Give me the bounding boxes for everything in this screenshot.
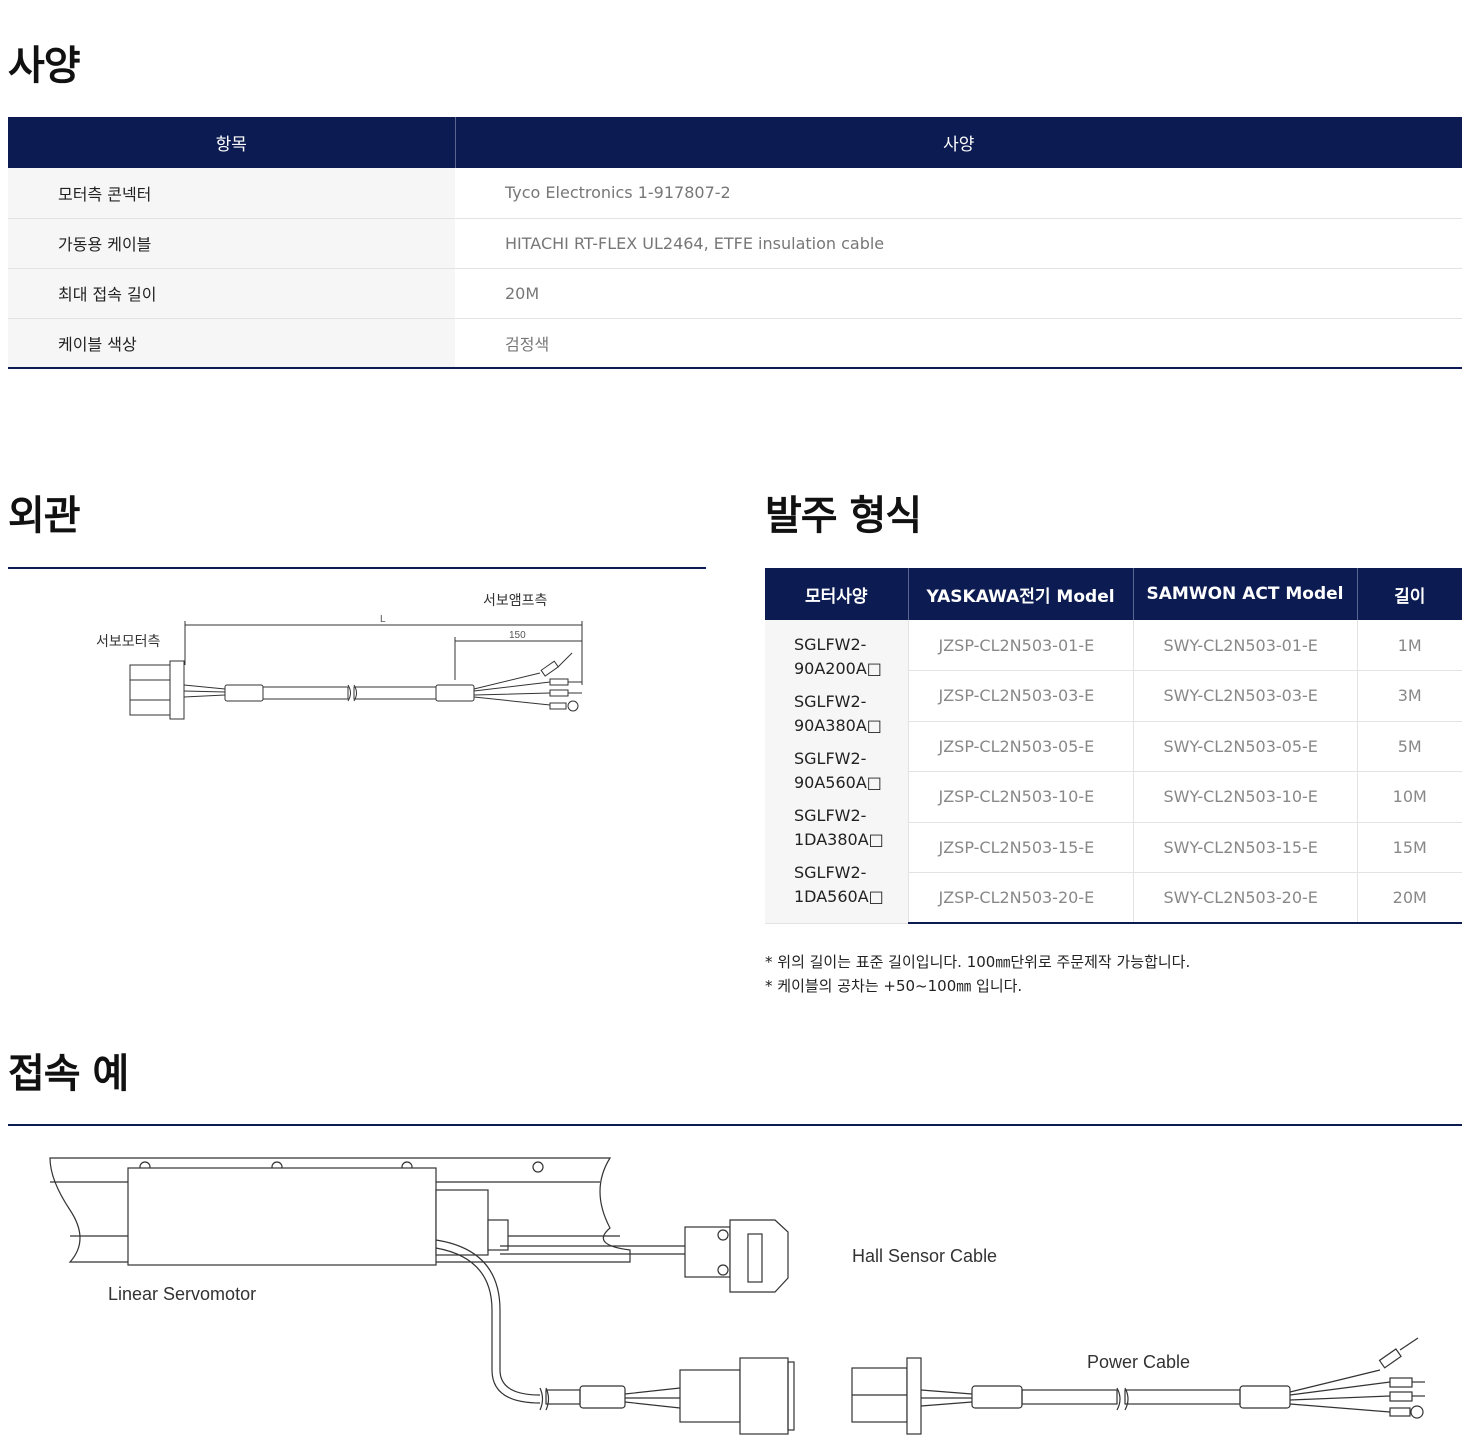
motor-spec: SGLFW2-1DA380A□ bbox=[794, 806, 884, 850]
yaskawa-model: JZSP-CL2N503-01-E bbox=[908, 620, 1134, 671]
note-tolerance: * 케이블의 공차는 +50~100㎜ 입니다. bbox=[765, 977, 1023, 995]
table-row: SGLFW2-90A200A□ SGLFW2-90A380A□ SGLFW2-9… bbox=[765, 620, 1462, 924]
yaskawa-model: JZSP-CL2N503-20-E bbox=[908, 872, 1134, 924]
spec-header-spec: 사양 bbox=[455, 117, 1462, 168]
appearance-title: 외관 bbox=[8, 493, 81, 539]
cable-length: 1M bbox=[1357, 620, 1462, 671]
connection-diagram: Linear Servomotor Hall Sensor Cable Powe… bbox=[49, 1157, 1425, 1435]
spec-value: 20M bbox=[455, 268, 1462, 319]
order-header-length: 길이 bbox=[1357, 568, 1462, 620]
spec-label: 케이블 색상 bbox=[8, 318, 455, 369]
table-row: JZSP-CL2N503-15-E SWY-CL2N503-15-E 15M bbox=[765, 822, 1462, 873]
table-row: 가동용 케이블 HITACHI RT-FLEX UL2464, ETFE ins… bbox=[8, 218, 1462, 269]
power-cable-label: Power Cable bbox=[1087, 1352, 1190, 1372]
samwon-model: SWY-CL2N503-15-E bbox=[1133, 822, 1358, 873]
order-title: 발주 형식 bbox=[765, 493, 922, 539]
spec-label: 가동용 케이블 bbox=[8, 218, 455, 269]
table-row: 모터측 콘넥터 Tyco Electronics 1-917807-2 bbox=[8, 168, 1462, 219]
spec-label: 최대 접속 길이 bbox=[8, 268, 455, 319]
yaskawa-model: JZSP-CL2N503-03-E bbox=[908, 670, 1134, 722]
appearance-divider bbox=[8, 567, 706, 569]
motor-spec: SGLFW2-90A560A□ bbox=[794, 749, 882, 793]
yaskawa-model: JZSP-CL2N503-15-E bbox=[908, 822, 1134, 873]
cable-length: 10M bbox=[1357, 771, 1462, 823]
cable-length: 20M bbox=[1357, 872, 1462, 924]
cable-length: 5M bbox=[1357, 721, 1462, 772]
table-row: JZSP-CL2N503-10-E SWY-CL2N503-10-E 10M bbox=[765, 771, 1462, 823]
samwon-model: SWY-CL2N503-01-E bbox=[1133, 620, 1358, 671]
samwon-model: SWY-CL2N503-05-E bbox=[1133, 721, 1358, 772]
samwon-model: SWY-CL2N503-20-E bbox=[1133, 872, 1358, 924]
spec-table: 항목 사양 모터측 콘넥터 Tyco Electronics 1-917807-… bbox=[8, 117, 1462, 369]
cable-length: 3M bbox=[1357, 670, 1462, 722]
table-row: JZSP-CL2N503-05-E SWY-CL2N503-05-E 5M bbox=[765, 721, 1462, 772]
order-notes: * 위의 길이는 표준 길이입니다. 100㎜단위로 주문제작 가능합니다. *… bbox=[765, 950, 1190, 998]
spec-header-item: 항목 bbox=[8, 117, 456, 168]
connection-title: 접속 예 bbox=[8, 1051, 129, 1097]
servo-motor-side-label: 서보모터측 bbox=[96, 633, 161, 649]
spec-label: 모터측 콘넥터 bbox=[8, 168, 455, 219]
servo-amp-side-label: 서보앰프측 bbox=[483, 592, 548, 608]
order-table: 모터사양 YASKAWA전기 Model SAMWON ACT Model 길이… bbox=[765, 568, 1462, 924]
spec-value: 검정색 bbox=[455, 318, 1462, 369]
hall-sensor-cable-label: Hall Sensor Cable bbox=[852, 1246, 997, 1266]
length-l-label: L bbox=[380, 614, 386, 625]
spec-title: 사양 bbox=[8, 43, 81, 89]
motor-spec-list: SGLFW2-90A200A□ SGLFW2-90A380A□ SGLFW2-9… bbox=[765, 620, 909, 924]
appearance-diagram: 서보앰프측 서보모터측 L 150 bbox=[96, 592, 583, 720]
cable-length: 15M bbox=[1357, 822, 1462, 873]
order-header-row: 모터사양 YASKAWA전기 Model SAMWON ACT Model 길이 bbox=[765, 568, 1462, 620]
order-header-motor: 모터사양 bbox=[765, 568, 909, 620]
spec-value: Tyco Electronics 1-917807-2 bbox=[455, 168, 1462, 219]
table-row: 최대 접속 길이 20M bbox=[8, 268, 1462, 319]
samwon-model: SWY-CL2N503-10-E bbox=[1133, 771, 1358, 823]
motor-spec: SGLFW2-1DA560A□ bbox=[794, 863, 884, 907]
spec-header-row: 항목 사양 bbox=[8, 117, 1462, 168]
yaskawa-model: JZSP-CL2N503-10-E bbox=[908, 771, 1134, 823]
note-standard-length: * 위의 길이는 표준 길이입니다. 100㎜단위로 주문제작 가능합니다. bbox=[765, 953, 1191, 971]
order-header-samwon: SAMWON ACT Model bbox=[1133, 568, 1358, 620]
spec-value: HITACHI RT-FLEX UL2464, ETFE insulation … bbox=[455, 218, 1462, 269]
order-header-yaskawa: YASKAWA전기 Model bbox=[908, 568, 1134, 620]
linear-servomotor-label: Linear Servomotor bbox=[108, 1284, 256, 1304]
table-row: JZSP-CL2N503-03-E SWY-CL2N503-03-E 3M bbox=[765, 670, 1462, 722]
yaskawa-model: JZSP-CL2N503-05-E bbox=[908, 721, 1134, 772]
table-row: JZSP-CL2N503-20-E SWY-CL2N503-20-E 20M bbox=[765, 872, 1462, 924]
table-row: 케이블 색상 검정색 bbox=[8, 318, 1462, 369]
connection-divider bbox=[8, 1124, 1462, 1126]
motor-spec: SGLFW2-90A380A□ bbox=[794, 692, 882, 736]
samwon-model: SWY-CL2N503-03-E bbox=[1133, 670, 1358, 722]
motor-spec: SGLFW2-90A200A□ bbox=[794, 635, 882, 679]
length-150-label: 150 bbox=[509, 630, 526, 641]
